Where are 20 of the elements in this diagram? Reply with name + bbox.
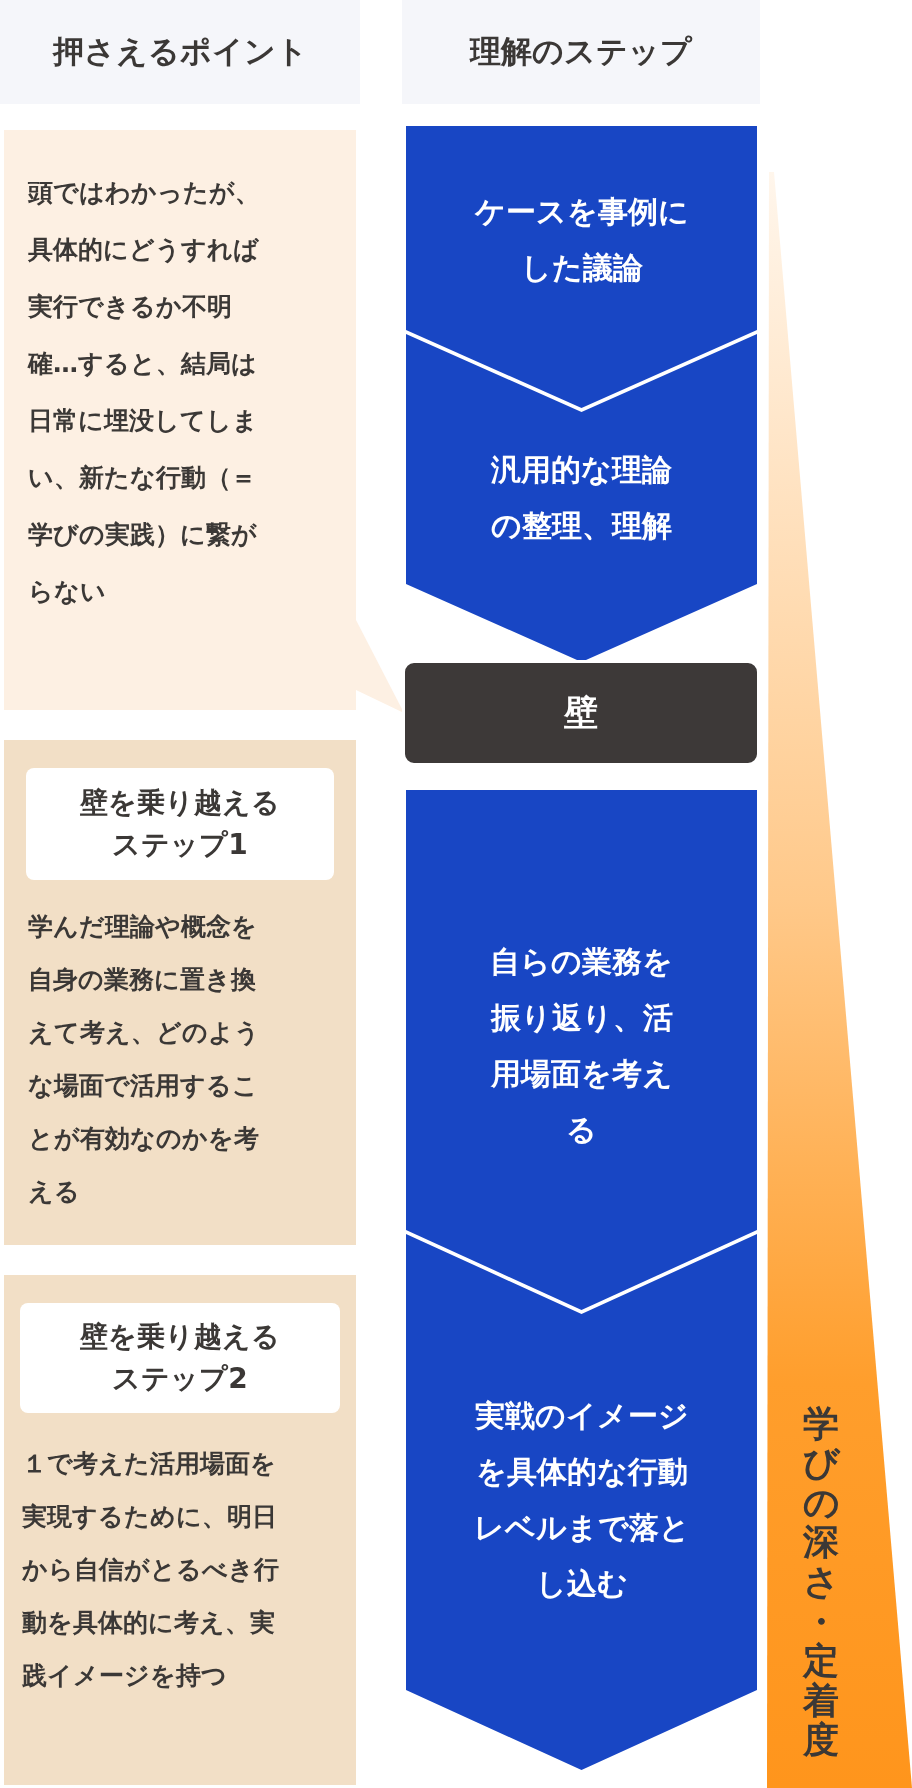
step-text: 自らの業務を振り返り、活用場面を考える	[489, 943, 674, 1149]
info-panel	[4, 1275, 356, 1785]
callout-tail	[356, 620, 404, 713]
step-text: 汎用的な理論の整理、理解	[490, 451, 673, 545]
panel-text: １で考えた活用場面を実現するために、明日から自信がとるべき行動を具体的に考え、実践イメージを持つ	[22, 1448, 280, 1692]
step-text: ケースを事例にした議論	[473, 193, 690, 287]
wall-box	[402, 660, 760, 766]
wall-text: 壁	[563, 691, 599, 734]
step-text: 実戦のイメージを具体的な行動レベルまで落とし込む	[473, 1397, 690, 1603]
info-panel	[4, 740, 356, 1245]
callout-box	[4, 130, 356, 710]
step-tag-text: 壁を乗り越えるステップ2	[79, 1319, 281, 1397]
step-tag-text: 壁を乗り越えるステップ1	[79, 785, 281, 863]
header-text: 押さえるポイント	[51, 32, 309, 71]
callout-text: 頭ではわかったが、具体的にどうすれば実行できるか不明確…すると、結局は日常に埋没してしまい、新たな行動（＝学びの実践）に繋がらない	[28, 177, 261, 608]
header-text: 理解のステップ	[468, 32, 694, 71]
panel-text: 学んだ理論や概念を自身の業務に置き換えて考え、どのような場面で活用することが有効なのかを考える	[28, 911, 261, 1208]
vertical-label: 学びの深さ・定着度	[803, 1403, 839, 1760]
step-tag	[20, 1303, 340, 1413]
step-tag	[26, 768, 334, 880]
